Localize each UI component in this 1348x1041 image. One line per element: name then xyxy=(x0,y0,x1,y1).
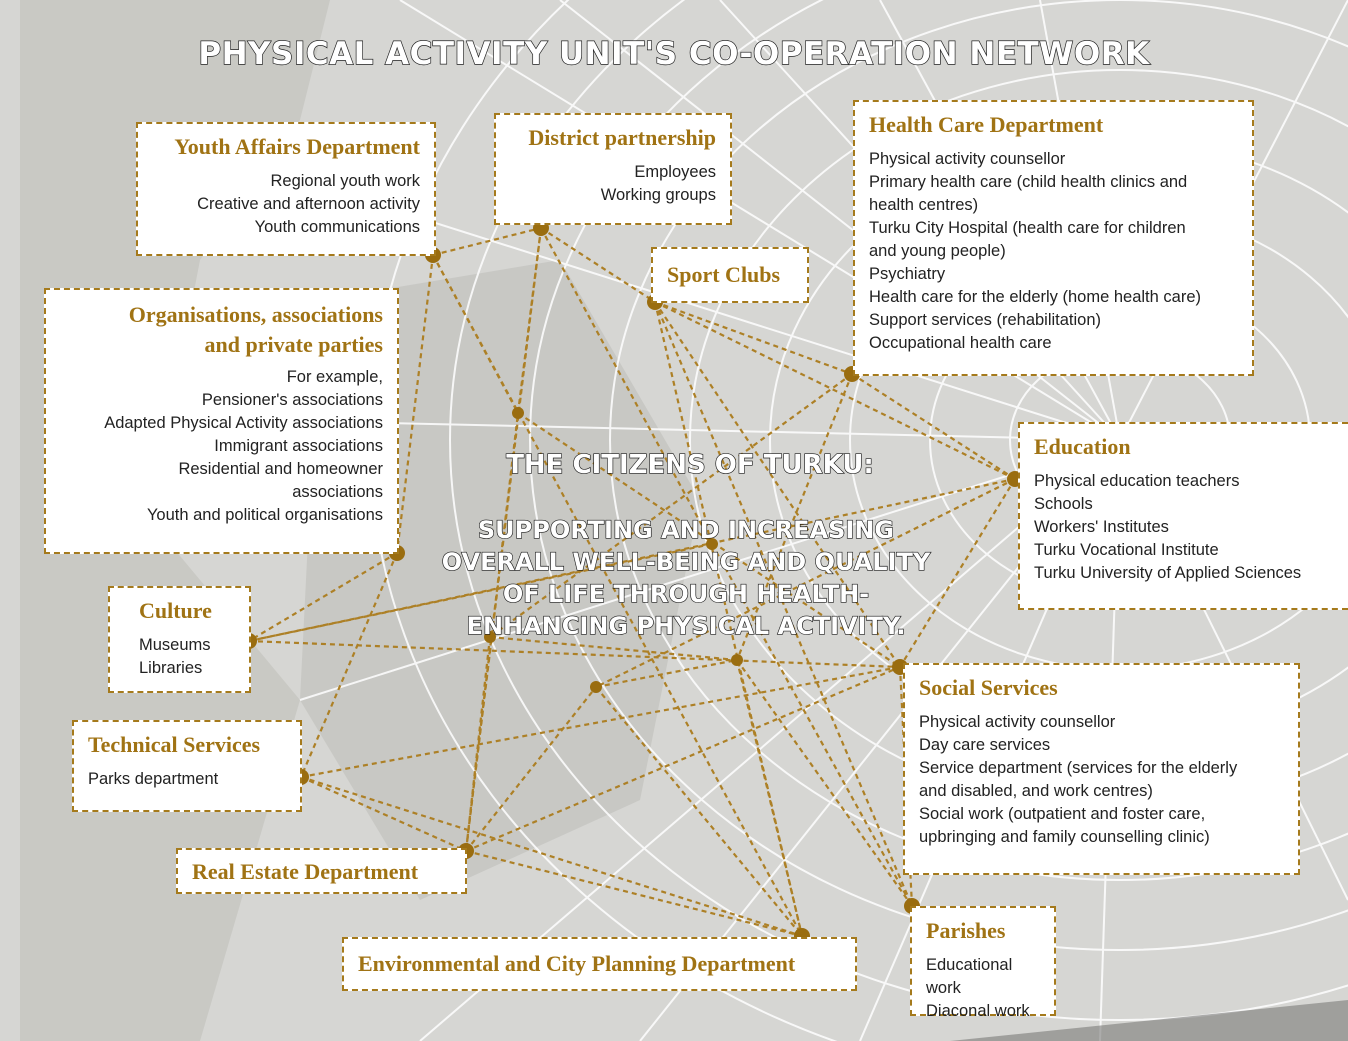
box-item: Parks department xyxy=(88,770,219,789)
box-item: Schools xyxy=(1034,495,1093,514)
box-item: Physical activity counsellor xyxy=(869,150,1066,169)
box-item: Residential and homeowner xyxy=(178,460,383,478)
box-item: Youth and political organisations xyxy=(146,506,383,524)
box-item: Adapted Physical Activity associations xyxy=(104,414,383,432)
box-item: Regional youth work xyxy=(270,172,421,191)
box-item: Workers' Institutes xyxy=(1034,518,1169,537)
sport-clubs-box: Sport Clubs xyxy=(651,247,809,303)
box-item: Immigrant associations xyxy=(214,437,383,455)
box-item: For example, xyxy=(286,368,383,386)
box-item: Youth communications xyxy=(254,218,420,237)
box-title-line: Organisations, associations xyxy=(128,302,383,327)
node-inner xyxy=(590,681,602,693)
box-item: Working groups xyxy=(600,186,716,205)
box-title: Organisations, associations and private … xyxy=(60,300,383,360)
box-item: and disabled, and work centres) xyxy=(919,782,1153,801)
box-item: Pensioner's associations xyxy=(201,391,383,409)
box-item: Turku University of Applied Sciences xyxy=(1034,564,1302,583)
organisations-box: Organisations, associations and private … xyxy=(44,288,399,554)
node-inner xyxy=(706,538,718,550)
box-item: health centres) xyxy=(869,196,979,215)
health-care-box: Health Care Department Physical activity… xyxy=(853,100,1254,376)
box-title: Social Services xyxy=(919,675,1058,700)
box-title: Environmental and City Planning Departme… xyxy=(358,951,796,976)
environment-planning-box: Environmental and City Planning Departme… xyxy=(342,937,857,991)
node-inner xyxy=(512,407,524,419)
technical-services-box: Technical Services Parks department xyxy=(72,720,302,812)
box-item: Social work (outpatient and foster care, xyxy=(919,805,1206,824)
culture-box: Culture Museums Libraries xyxy=(108,586,251,693)
box-item: associations xyxy=(292,483,383,501)
district-partnership-box: District partnership Employees Working g… xyxy=(494,113,732,225)
box-item: Physical activity counsellor xyxy=(919,713,1116,732)
center-line: OF LIFE THROUGH HEALTH- xyxy=(502,579,870,608)
box-item: Turku City Hospital (health care for chi… xyxy=(869,219,1186,238)
center-heading: THE CITIZENS OF TURKU: xyxy=(506,449,875,480)
box-title: Sport Clubs xyxy=(667,262,781,287)
box-item: Turku Vocational Institute xyxy=(1034,541,1219,560)
box-item: and young people) xyxy=(869,242,1006,261)
box-title: Real Estate Department xyxy=(192,859,419,884)
youth-affairs-box: Youth Affairs Department Regional youth … xyxy=(136,122,436,256)
box-title: Culture xyxy=(139,598,212,623)
box-item: Diaconal work xyxy=(926,1002,1030,1021)
box-title: Youth Affairs Department xyxy=(174,134,420,159)
box-item: Creative and afternoon activity xyxy=(197,195,420,214)
box-item: Support services (rehabilitation) xyxy=(869,311,1102,330)
box-item: Service department (services for the eld… xyxy=(919,759,1238,778)
box-title: Technical Services xyxy=(88,732,261,757)
center-line: SUPPORTING AND INCREASING xyxy=(477,515,895,544)
center-line: ENHANCING PHYSICAL ACTIVITY. xyxy=(466,611,906,640)
node-inner xyxy=(731,654,743,666)
box-item: Employees xyxy=(634,163,716,182)
diagram-title: PHYSICAL ACTIVITY UNIT'S CO-OPERATION NE… xyxy=(198,35,1150,72)
box-title-line: and private parties xyxy=(204,332,383,357)
box-title: Parishes xyxy=(926,918,1006,943)
social-services-box: Social Services Physical activity counse… xyxy=(903,663,1300,875)
education-box: Education Physical education teachers Sc… xyxy=(1018,422,1348,610)
box-item: Day care services xyxy=(919,736,1051,755)
box-item: Psychiatry xyxy=(869,265,946,284)
box-item: upbringing and family counselling clinic… xyxy=(919,828,1210,847)
real-estate-box: Real Estate Department xyxy=(176,848,467,894)
box-item: Physical education teachers xyxy=(1034,472,1240,491)
box-item: Health care for the elderly (home health… xyxy=(869,288,1201,307)
node-inner xyxy=(484,631,496,643)
parishes-box: Parishes Educational work Diaconal work xyxy=(910,906,1056,1020)
center-statement: SUPPORTING AND INCREASING OVERALL WELL-B… xyxy=(426,514,946,642)
box-title: Education xyxy=(1034,434,1131,459)
box-item: Primary health care (child health clinic… xyxy=(869,173,1188,192)
center-line: OVERALL WELL-BEING AND QUALITY xyxy=(441,547,931,576)
box-item: Occupational health care xyxy=(869,334,1052,353)
box-item: Educational work xyxy=(926,956,1013,998)
box-title: Health Care Department xyxy=(869,112,1104,137)
box-item: Libraries xyxy=(139,659,203,678)
box-item: Museums xyxy=(139,636,211,655)
box-title: District partnership xyxy=(528,125,716,150)
